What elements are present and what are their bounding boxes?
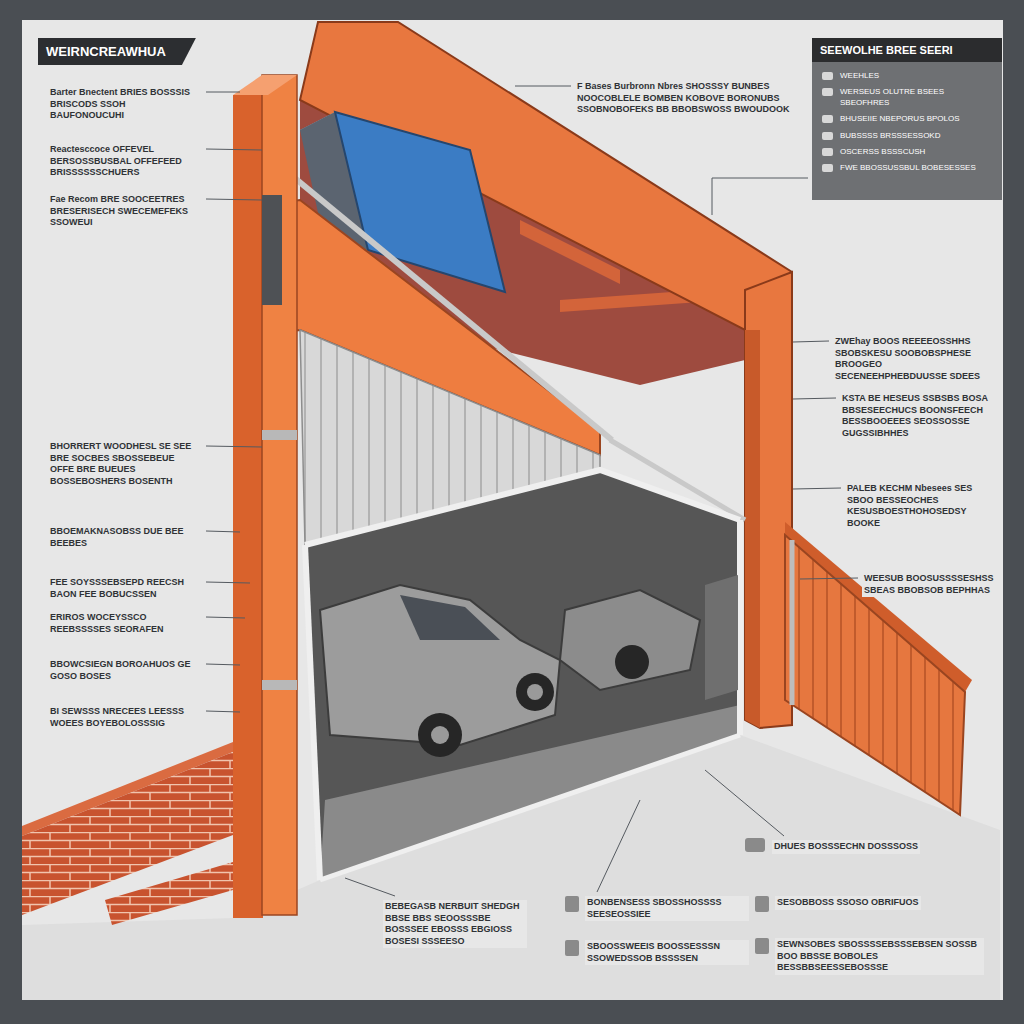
note-icon [745,838,765,852]
garage-opening [305,470,740,880]
car-wheel [516,673,554,711]
title-banner: WEIRNCREAWHUA [38,38,196,65]
callout-label: DHUES BOSSSECHN DOSSSOSS [772,840,920,854]
panel-row: BUBSSSS BRSSSESSOKD [812,128,1002,144]
car-hub [527,684,543,700]
door-threshold [320,735,740,880]
key-panel: SEEWOLHE BREE SEERI WEEHLESWERSEUS OLUTRE… [812,38,1002,200]
callout-label: Fae Recom BRE SOOCEETRES BRESERISECH SWE… [48,193,202,230]
leader-line [206,711,240,712]
car-window [400,595,500,640]
callout-label: KSTA BE HESEUS SSBSBS BOSA BBSESEECHUCS … [840,392,999,440]
leader-line [206,531,240,532]
brick-step [105,862,233,925]
leader-line [712,178,808,215]
callout-label: BEBEGASB NERBUIT SHEDGH BBSE BBS SEOOSSS… [383,900,527,948]
callout-label: ZWEhay BOOS REEEEOSSHHS SBOBSKESU SOOBOB… [833,335,997,383]
callout-label: SESOBBOSS SSOSO OBRIFUOS [775,896,921,910]
pillar-top [233,75,297,95]
callout-label: BBOWCSIEGN BOROAHUOS GE GOSO BOSES [48,658,202,683]
callout-label: WEESUB BOOSUSSSSESHSS SBEAS BBOBSOB BEPH… [862,572,1001,597]
note-icon [565,896,579,912]
note-icon [755,938,769,954]
leader-line [705,770,784,836]
car-hub [431,726,449,744]
leader-line [793,398,836,399]
pillar-band [262,680,297,690]
panel-row: OSCERSS BSSSCUSH [812,144,1002,160]
panel-row: WEEHLES [812,68,1002,84]
cart-wheel [615,645,649,679]
callout-label: Reactesccoce OFFEVEL BERSOSSBUSBAL OFFEF… [48,143,202,180]
callout-label: BI SEWSSS NRECEES LEESSS WOEES BOYEBOLOS… [48,705,202,730]
leader-line [206,582,250,583]
callout-label: SBOOSSWEEIS BOOSSESSSN SSOWEDSSOB BSSSSE… [585,940,749,965]
leader-line [206,617,245,618]
car-wheel [418,713,462,757]
callout-label: F Bases Burbronn Nbres SHOSSSY BUNBES NO… [575,80,794,117]
leader-line [345,878,395,896]
side-door-frame [790,540,795,705]
callout-label: SEWNSOBES SBOSSSSEBSSSEBSEN SOSSB BOO BB… [775,938,984,975]
panel-heading: SEEWOLHE BREE SEERI [812,38,1002,62]
callout-label: BHORRERT WOODHESL SE SEE BRE SOCBES SBOS… [48,440,202,488]
callout-label: Barter Bnectent BRIES BOSSSIS BRISCODS S… [48,86,202,123]
stored-cart [560,590,700,690]
pillar-front [262,75,297,915]
pillar-band [262,430,297,440]
leader-line [206,199,262,200]
opening-frame [305,545,320,880]
leader-line [793,341,829,342]
stored-cabinet [705,575,738,700]
page-ground [22,20,1003,1000]
panel-row: BHUSEIIE NBEPORUS BPOLOS [812,111,1002,127]
pillar-side [233,95,263,918]
leader-line [597,800,640,892]
callout-label: ERIROS WOCEYSSCO REEBSSSSES SEORAFEN [48,611,202,636]
note-icon [565,940,579,956]
panel-row: WERSEUS OLUTRE BSEES SBEOFHRES [812,84,1002,111]
leader-line [206,149,262,150]
leader-line [515,86,571,87]
callout-label: FEE SOYSSSEBSEPD REECSH BAON FEE BOBUCSS… [48,576,202,601]
leader-line [206,92,240,93]
leader-line [793,488,841,489]
note-icon [755,896,769,912]
post-face [745,330,760,728]
panel-row: FWE BBOSSUSSBUL BOBESESSES [812,160,1002,176]
leader-line [206,664,240,665]
callout-label: BBOEMAKNASOBSS DUE BEE BEEBES [48,525,202,550]
opening-frame [305,470,740,545]
leader-line [206,446,262,447]
callout-label: BONBENSESS SBOSSHOSSSS SEESEOSSIEE [585,896,749,921]
callout-label: PALEB KECHM Nbesees SES SBOO BESSEOCHES … [845,482,999,530]
leader-line [800,578,858,579]
pillar-bracket [262,195,282,305]
